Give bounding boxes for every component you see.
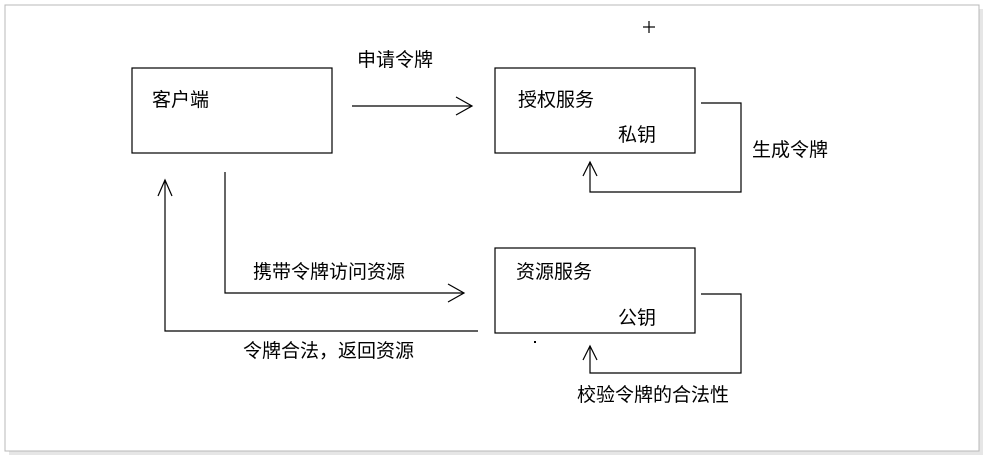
edge-request-token: 申请令牌 xyxy=(352,49,474,116)
request-token-arrowhead xyxy=(455,96,474,116)
generate-token-label: 生成令牌 xyxy=(752,139,828,161)
return-resource-arrowhead xyxy=(157,178,173,197)
access-with-token-line xyxy=(224,172,464,294)
client-label: 客户端 xyxy=(152,89,209,111)
resource-service-node: 资源服务 公钥 xyxy=(494,247,696,334)
client-box xyxy=(131,67,333,154)
auth-service-label: 授权服务 xyxy=(518,89,594,111)
resource-service-label: 资源服务 xyxy=(516,261,592,283)
crosshair-cursor-icon xyxy=(643,21,655,33)
edge-return-resource: 令牌合法，返回资源 xyxy=(157,178,478,362)
return-resource-line xyxy=(164,180,478,332)
auth-service-node: 授权服务 私钥 xyxy=(494,67,696,154)
request-token-label: 申请令牌 xyxy=(357,49,433,71)
edge-access-with-token: 携带令牌访问资源 xyxy=(224,172,466,303)
client-node: 客户端 xyxy=(131,67,333,154)
return-resource-label: 令牌合法，返回资源 xyxy=(243,340,414,362)
verify-token-loop xyxy=(589,293,742,374)
stray-dot xyxy=(534,341,536,343)
verify-token-label: 校验令牌的合法性 xyxy=(577,384,729,406)
private-key-label: 私钥 xyxy=(618,124,656,146)
public-key-label: 公钥 xyxy=(618,307,656,329)
generate-token-arrowhead xyxy=(582,160,598,177)
edge-generate-token: 生成令牌 xyxy=(582,102,828,193)
access-with-token-label: 携带令牌访问资源 xyxy=(253,261,405,283)
edge-verify-token: 校验令牌的合法性 xyxy=(577,293,742,406)
verify-token-arrowhead xyxy=(582,344,598,361)
resource-service-box xyxy=(494,247,696,334)
auth-service-box xyxy=(494,67,696,154)
access-with-token-arrowhead xyxy=(447,283,466,303)
generate-token-loop xyxy=(589,102,742,193)
